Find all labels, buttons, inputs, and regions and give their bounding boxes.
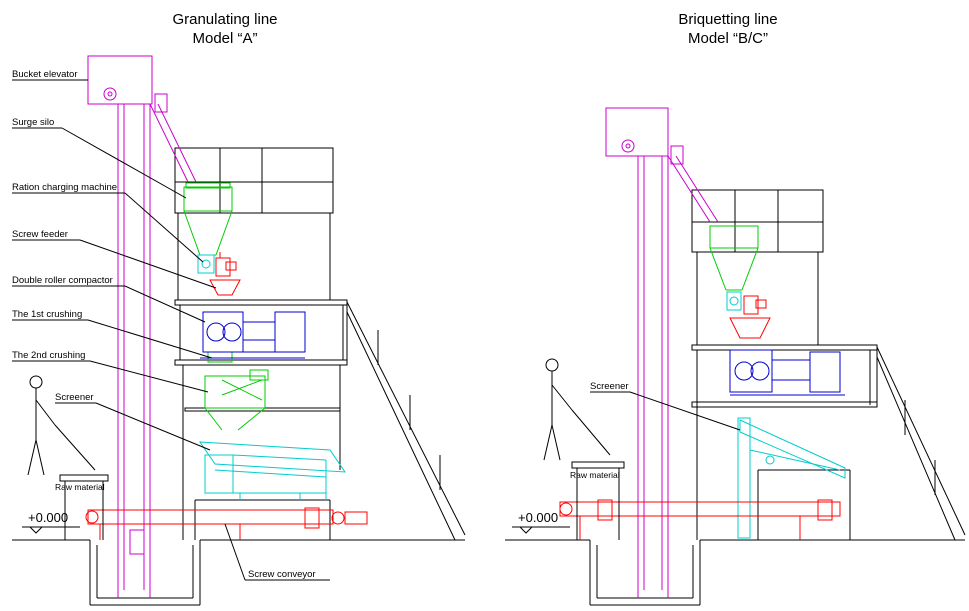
label-screw-feeder: Screw feeder xyxy=(12,229,68,240)
right-ration-charging xyxy=(726,291,742,311)
right-screw-conveyor xyxy=(559,499,841,540)
right-surge-silo xyxy=(709,225,759,291)
label-raw-material-left: Raw material xyxy=(55,482,105,492)
label-ration-charging: Ration charging machine xyxy=(12,182,118,193)
right-raw-hopper xyxy=(571,461,625,540)
label-crushing2: The 2nd crushing xyxy=(12,350,86,361)
left-surge-silo xyxy=(183,182,269,431)
left-screw-feeder xyxy=(209,252,241,296)
left-title: Granulating line Model “A” xyxy=(105,10,345,48)
left-leader-lines xyxy=(12,79,330,581)
right-title: Briquetting line Model “B/C” xyxy=(608,10,848,48)
label-surge-silo: Surge silo xyxy=(12,117,55,128)
left-bucket-elevator xyxy=(87,55,197,598)
left-compactor xyxy=(200,311,306,359)
left-worker-figure xyxy=(27,375,96,476)
left-structure xyxy=(174,147,466,541)
right-ground xyxy=(505,526,965,606)
left-screw-conveyor xyxy=(85,507,368,540)
label-screw-conveyor: Screw conveyor xyxy=(248,569,316,580)
label-crushing1: The 1st crushing xyxy=(12,309,83,320)
label-compactor: Double roller compactor xyxy=(12,275,113,286)
left-title-line2: Model “A” xyxy=(192,30,258,47)
left-raw-hopper xyxy=(59,474,109,540)
right-screw-feeder xyxy=(729,295,771,339)
right-bucket-elevator xyxy=(605,107,719,598)
level-mark-left: +0.000 xyxy=(28,510,69,525)
label-screener-right: Screener xyxy=(590,381,629,392)
right-leader-lines xyxy=(590,391,741,431)
level-mark-right: +0.000 xyxy=(518,510,559,525)
left-feeders xyxy=(197,254,215,274)
left-title-line1: Granulating line xyxy=(172,11,278,28)
right-compactor xyxy=(729,349,845,396)
label-raw-material-right: Raw material xyxy=(570,470,620,480)
label-screener-left: Screener xyxy=(55,392,94,403)
right-structure xyxy=(691,189,966,541)
right-title-line1: Briquetting line xyxy=(678,11,778,28)
right-title-line2: Model “B/C” xyxy=(687,30,769,47)
label-bucket-elevator: Bucket elevator xyxy=(12,69,78,80)
left-screener xyxy=(199,441,346,500)
right-screener xyxy=(737,417,846,539)
right-worker-figure xyxy=(543,358,611,461)
left-ground xyxy=(12,526,465,606)
